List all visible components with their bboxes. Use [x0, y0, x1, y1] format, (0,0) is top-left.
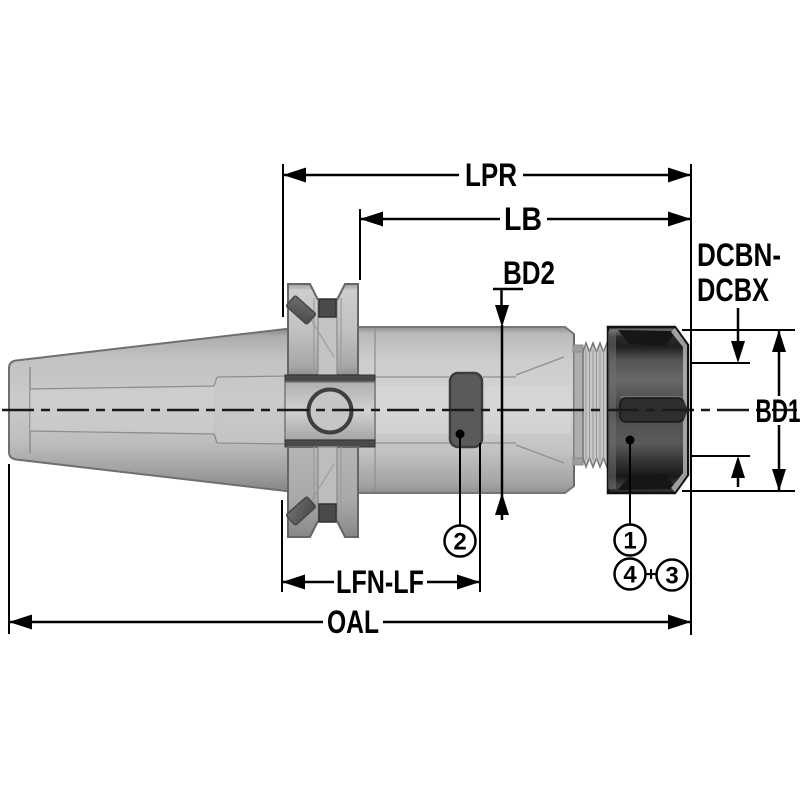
thread-relief [573, 346, 584, 464]
balloon-1-number: 1 [623, 528, 636, 555]
balloon-4-circle [613, 557, 647, 591]
dimensions [8, 164, 795, 635]
arrow-lb-right [668, 211, 691, 227]
arrow-lpr-right [668, 167, 691, 183]
dimension-dcbn [731, 308, 745, 487]
plus-sign: + [645, 565, 656, 586]
arrow-oal-left [9, 614, 32, 630]
arrow-dcbn-bottom [731, 456, 745, 478]
dimension-bd2 [493, 287, 523, 520]
leader-dot-2 [455, 429, 465, 439]
balloon-callouts: 1 2 4 + 3 [443, 429, 689, 592]
taper-bore-lines [29, 375, 291, 445]
dimension-oal [9, 614, 691, 630]
dimension-lpr [283, 167, 691, 183]
nut-face-rim [671, 328, 687, 492]
dimension-lfn [282, 574, 480, 590]
balloon-1-circle [613, 523, 647, 557]
label-lfn-lf: LFN-LF [336, 564, 424, 600]
dimension-lb [360, 211, 691, 227]
label-dcbn-line2: DCBX [697, 272, 770, 308]
arrow-lpr-left [283, 167, 306, 183]
arrow-dcbn-top [731, 341, 745, 363]
label-dcbn-line1: DCBN- [697, 237, 781, 273]
arrow-bd2-top [495, 305, 509, 327]
flange-band-bottom [284, 439, 376, 448]
label-lpr: LPR [465, 157, 517, 193]
dimension-bd1 [772, 330, 786, 491]
arrow-bd1-top [772, 330, 786, 352]
drive-slot-top [318, 298, 337, 318]
ball-groove-marker-bottom [285, 496, 317, 526]
flange-band-top [284, 374, 376, 383]
balloon-2-number: 2 [453, 529, 466, 556]
label-oal: OAL [327, 604, 379, 640]
dimension-labels: LPR LB BD2 DCBN- DCBX BD1 LFN-LF OAL [327, 157, 800, 640]
nut-slot-bottom [618, 474, 677, 490]
balloon-3-circle [655, 558, 689, 592]
relief-step-top [572, 344, 584, 353]
arrow-lb-left [360, 211, 383, 227]
thread-striations [585, 350, 608, 460]
arrow-lfn-right [457, 574, 480, 590]
arrow-bd1-bottom [772, 469, 786, 491]
label-bd1: BD1 [756, 393, 800, 429]
balloon-2-circle [443, 524, 477, 558]
leader-dot-1 [625, 435, 635, 445]
drive-slot-bottom [318, 503, 337, 523]
balloon-4-number: 4 [623, 562, 637, 589]
arrow-oal-right [668, 614, 691, 630]
thread-section [572, 340, 611, 470]
arrow-lfn-left [282, 574, 305, 590]
balloon-3-number: 3 [665, 563, 678, 590]
label-bd2: BD2 [503, 255, 555, 291]
toolholder-body [8, 283, 690, 538]
label-lb: LB [504, 201, 542, 237]
v-flange [284, 283, 376, 538]
arrow-bd2-bottom [495, 493, 509, 515]
relief-step-bottom [572, 457, 584, 466]
ball-groove-marker-top [285, 295, 317, 325]
nut-slot-top [618, 330, 677, 346]
